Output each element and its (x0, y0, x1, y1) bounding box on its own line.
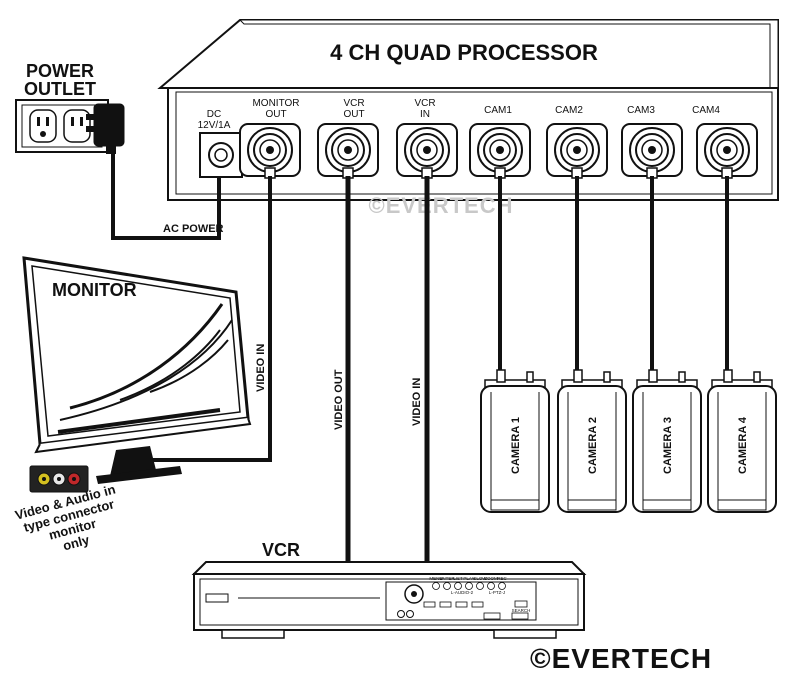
vcr-label: VCR (262, 540, 300, 560)
vcr-button-label: LIST (453, 576, 463, 581)
port-vcr-in-line1: VCR (414, 98, 435, 109)
camera-2: CAMERA 2 (557, 369, 627, 513)
port-cam1-label: CAM1 (484, 105, 512, 116)
port-dc-line2: 12V/1A (198, 120, 231, 131)
vcr-button-label: ENTER (439, 576, 455, 581)
quad-processor: 4 CH QUAD PROCESSOR ©EVERTECH (157, 19, 779, 218)
vcr-button-list: LIST (453, 576, 463, 590)
camera-2-label: CAMERA 2 (587, 417, 599, 474)
power-outlet: POWER OUTLET (15, 61, 125, 154)
vcr-button-label: MENU (429, 576, 442, 581)
bnc-monitor-out-connector (239, 123, 301, 179)
cameras: CAMERA 1 CAMERA 2 CAMERA 3 CAMERA 4 (480, 369, 777, 513)
processor-title: 4 CH QUAD PROCESSOR (330, 40, 598, 65)
port-cam3-label: CAM3 (627, 105, 655, 116)
vcr-button-play: PLAY (463, 576, 475, 590)
vcr-bottom-label-3: SEARCH (512, 608, 531, 613)
power-outlet-line1: POWER (26, 61, 94, 81)
port-cam4-label: CAM4 (692, 105, 720, 116)
watermark: ©EVERTECH (368, 193, 513, 218)
vcr-button-menu: MENU (429, 576, 443, 590)
camera-4: CAMERA 4 (707, 369, 777, 513)
port-monitor-out-line1: MONITOR (252, 98, 299, 109)
connector-note: Video & Audio in type connector monitor … (13, 482, 117, 554)
port-vcr-out-line2: OUT (343, 109, 364, 120)
bnc-cam3-connector (621, 123, 683, 179)
port-vcr-in-line2: IN (420, 109, 430, 120)
bnc-vcr-out-connector (317, 123, 379, 179)
camera-4-label: CAMERA 4 (737, 416, 749, 474)
vcr-bottom-label-1: L-AUDIO-2 (451, 590, 474, 595)
bnc-vcr-in-connector (396, 123, 458, 179)
port-dc-line1: DC (207, 109, 221, 120)
camera-1: CAMERA 1 (480, 369, 550, 513)
bnc-cam4-connector (696, 123, 758, 179)
wires (111, 150, 729, 565)
bnc-cam1-connector (469, 123, 531, 179)
wire-labels: AC POWER VIDEO IN VIDEO OUT VIDEO IN (163, 223, 423, 430)
dc-jack (199, 132, 243, 178)
monitor: MONITOR (22, 256, 252, 484)
camera-3: CAMERA 3 (632, 369, 702, 513)
port-cam2-label: CAM2 (555, 105, 583, 116)
vcr-button-label: SLOW (473, 576, 487, 581)
vcr-button-label: ZOOM (484, 576, 498, 581)
vcr-video-in-label: VIDEO IN (411, 378, 423, 426)
vcr-button-slow: SLOW (473, 576, 487, 590)
vcr-video-out-label: VIDEO OUT (333, 369, 345, 430)
vcr-button-rec: REC (497, 576, 507, 590)
vcr-button-enter: ENTER (439, 576, 455, 590)
vcr-bottom-label-2: L-PTZ-J (489, 590, 505, 595)
vcr-button-label: REC (497, 576, 507, 581)
vcr-button-zoom: ZOOM (484, 576, 498, 590)
monitor-video-in-label: VIDEO IN (255, 344, 267, 392)
vcr-button-label: PLAY (463, 576, 474, 581)
port-vcr-out-line1: VCR (343, 98, 364, 109)
power-outlet-line2: OUTLET (24, 79, 96, 99)
camera-3-label: CAMERA 3 (662, 417, 674, 474)
rca-connector (29, 465, 89, 493)
ac-power-label: AC POWER (163, 223, 224, 235)
bnc-connectors (239, 123, 758, 179)
bnc-cam2-connector (546, 123, 608, 179)
connector-note-line4: only (61, 532, 91, 554)
brand-logo: ©EVERTECH (530, 643, 712, 674)
port-monitor-out-line2: OUT (265, 109, 286, 120)
monitor-label: MONITOR (52, 280, 137, 300)
camera-1-label: CAMERA 1 (510, 417, 522, 474)
port-labels: DC 12V/1A MONITOR OUT VCR OUT VCR IN CAM… (198, 98, 721, 131)
